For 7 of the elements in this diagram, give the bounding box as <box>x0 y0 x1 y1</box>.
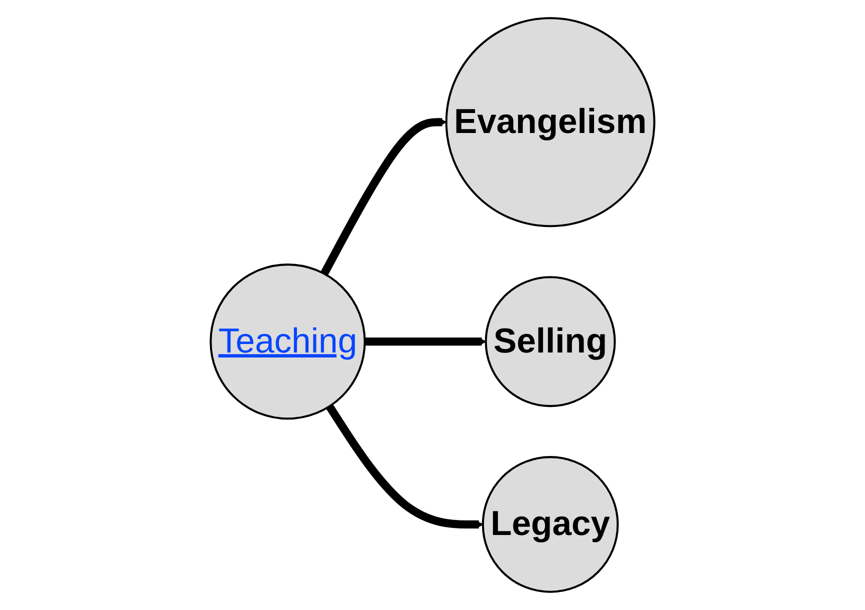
node-circle: Evangelism <box>445 17 656 228</box>
node-circle: Selling <box>484 276 616 408</box>
arrow <box>320 118 447 276</box>
arrow <box>326 404 484 529</box>
arrow <box>364 337 486 346</box>
node-circle: Teaching <box>210 264 366 420</box>
node-circle: Legacy <box>482 456 619 593</box>
